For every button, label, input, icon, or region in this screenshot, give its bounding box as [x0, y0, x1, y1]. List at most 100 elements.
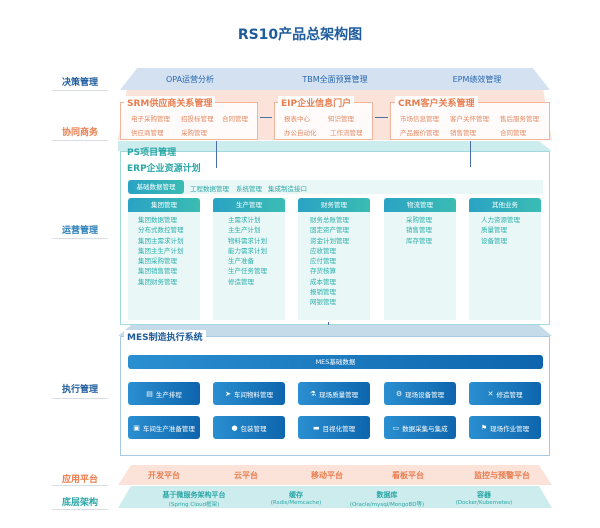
layer-label-exec: 执行管理 [61, 385, 98, 395]
erp-tab[interactable]: 集成制造接口 [268, 185, 307, 193]
erp-column-header: 物流管理 [384, 198, 456, 212]
erp-module: 集团主生产计划 [138, 246, 184, 255]
srm-item: 采购管理 [181, 129, 207, 137]
layer-label-ops: 运营管理 [61, 226, 98, 236]
erp-module: 集团采购管理 [138, 257, 177, 266]
platform-item: 移动平台 [311, 471, 343, 480]
erp-column: 集团管理集团数据管理分布式数控管理集团主需求计划集团主生产计划集团采购管理集团销… [128, 198, 200, 320]
divider [52, 509, 108, 510]
erp-module: 销售管理 [406, 226, 432, 235]
divider [52, 485, 108, 486]
erp-module: 存货核算 [310, 267, 336, 276]
srm-item: 合同管理 [222, 115, 248, 123]
mes-module-button[interactable]: ⚑现场作业管理 [469, 416, 541, 439]
mes-base-data[interactable]: MES基础数据 [128, 355, 543, 369]
eip-item: 报表中心 [284, 115, 310, 123]
mes-module-icon: ● [231, 423, 238, 432]
divider [52, 90, 108, 91]
base-item-title: 基于微服务架构平台 [162, 491, 226, 499]
page-title: RS10产品总架构图 [237, 27, 363, 43]
base-band [118, 486, 552, 508]
decision-item: OPA运营分析 [165, 75, 215, 84]
srm-title: SRM供应商关系管理 [124, 96, 216, 109]
crm-item: 合同管理 [500, 129, 526, 137]
eip-title: EIP企业信息门户 [278, 96, 355, 109]
erp-module: 集团财务管理 [138, 277, 177, 286]
erp-tab-bar [128, 180, 543, 194]
erp-module: 采购管理 [406, 216, 432, 224]
arrow-srm-eip [260, 117, 272, 118]
mes-module-icon: ▬ [312, 423, 320, 432]
mes-module-label: 车间物料管理 [233, 390, 273, 399]
divider [52, 238, 108, 239]
erp-module: 固定资产管理 [310, 226, 349, 235]
erp-module: 报销管理 [310, 288, 336, 297]
mes-module-button[interactable]: ▬目视化管理 [298, 416, 370, 439]
erp-module: 生产准备 [228, 257, 254, 266]
erp-module: 集团数据管理 [138, 216, 177, 224]
mes-module-label: 生产排程 [155, 390, 182, 399]
erp-module: 设备管理 [481, 236, 507, 245]
crm-item: 销售管理 [450, 129, 476, 137]
erp-module: 网银管理 [310, 298, 336, 307]
erp-title: ERP企业资源计划 [124, 161, 204, 174]
base-item-title: 数据库 [376, 491, 398, 499]
mes-module-button[interactable]: ➤车间物料管理 [213, 382, 285, 405]
erp-column-header: 其他业务 [469, 198, 541, 212]
eip-item: 办公自动化 [284, 129, 317, 137]
erp-module: 资金计划管理 [310, 236, 349, 245]
mes-module-button[interactable]: ▭数据采集与集成 [384, 416, 456, 439]
ps-title: PS项目管理 [127, 148, 177, 158]
erp-module: 修造管理 [228, 277, 254, 286]
mes-module-button[interactable]: ▤生产排程 [128, 382, 200, 405]
mes-module-label: 现场设备管理 [405, 390, 445, 399]
base-item-sub: (Rsdis/Memcache) [270, 500, 322, 506]
arrow-vertical [470, 141, 471, 167]
mes-module-label: 车间生产准备管理 [142, 424, 195, 433]
base-item-sub: (Docker/Kubernetes) [455, 500, 513, 506]
mes-module-icon: ⚑ [480, 423, 488, 432]
mes-title: MES制造执行系统 [124, 330, 206, 343]
erp-tab-active[interactable]: 基础数据管理 [128, 180, 184, 194]
base-item: 基于微服务架构平台 (Spring Cloud框架) [163, 490, 226, 508]
erp-column-header: 集团管理 [128, 198, 200, 212]
mes-module-icon: ▣ [133, 423, 140, 432]
crm-item: 客户关怀管理 [450, 115, 489, 123]
erp-column: 生产管理主需求计划主生产计划物料需求计划能力需求计划生产准备生产任务管理修造管理 [213, 198, 285, 320]
erp-column: 其他业务人力资源管理质量管理设备管理 [469, 198, 541, 320]
erp-column: 物流管理采购管理销售管理库存管理 [384, 198, 456, 320]
erp-tab[interactable]: 工程数据管理 [190, 185, 229, 193]
srm-item: 供应商管理 [131, 129, 164, 137]
crm-item: 产品报价管理 [400, 129, 439, 137]
base-item-sub: (Spring Cloud框架) [168, 502, 220, 508]
mes-module-button[interactable]: ●包装管理 [213, 416, 285, 439]
base-item: 缓存(Rsdis/Memcache) [271, 490, 322, 506]
base-item: 容器(Docker/Kubernetes) [456, 490, 513, 506]
erp-module: 库存管理 [406, 236, 432, 245]
layer-label-app: 应用平台 [61, 475, 98, 485]
erp-column: 财务管理财务总账管理固定资产管理资金计划管理应收管理应付管理存货核算成本管理报销… [298, 198, 370, 320]
erp-tab[interactable]: 系统管理 [236, 185, 262, 193]
mes-module-button[interactable]: ✕修造管理 [469, 382, 541, 405]
mes-module-button[interactable]: ⚙现场设备管理 [384, 382, 456, 405]
mes-module-label: 包装管理 [240, 424, 267, 433]
app-platform-band [118, 465, 552, 485]
erp-module: 集团主需求计划 [138, 236, 184, 245]
divider [52, 398, 108, 399]
erp-module: 应收管理 [310, 246, 336, 255]
mes-module-label: 修造管理 [496, 390, 523, 399]
arrow-vertical [216, 141, 217, 168]
platform-item: 开发平台 [148, 471, 180, 480]
base-item-title: 容器 [476, 491, 491, 499]
mes-module-icon: ⚗ [309, 389, 317, 398]
platform-item: 云平台 [234, 471, 258, 480]
mes-module-icon: ⚙ [395, 389, 403, 398]
mes-module-button[interactable]: ⚗现场质量管理 [298, 382, 370, 405]
mes-module-icon: ▤ [146, 389, 153, 398]
mes-module-button[interactable]: ▣车间生产准备管理 [128, 416, 200, 439]
crm-item: 市场信息管理 [400, 115, 439, 123]
srm-item: 招投标管理 [181, 115, 214, 123]
platform-item: 看板平台 [392, 471, 424, 480]
decision-item: EPM绩效管理 [452, 75, 502, 84]
srm-item: 电子采购管理 [131, 115, 170, 123]
